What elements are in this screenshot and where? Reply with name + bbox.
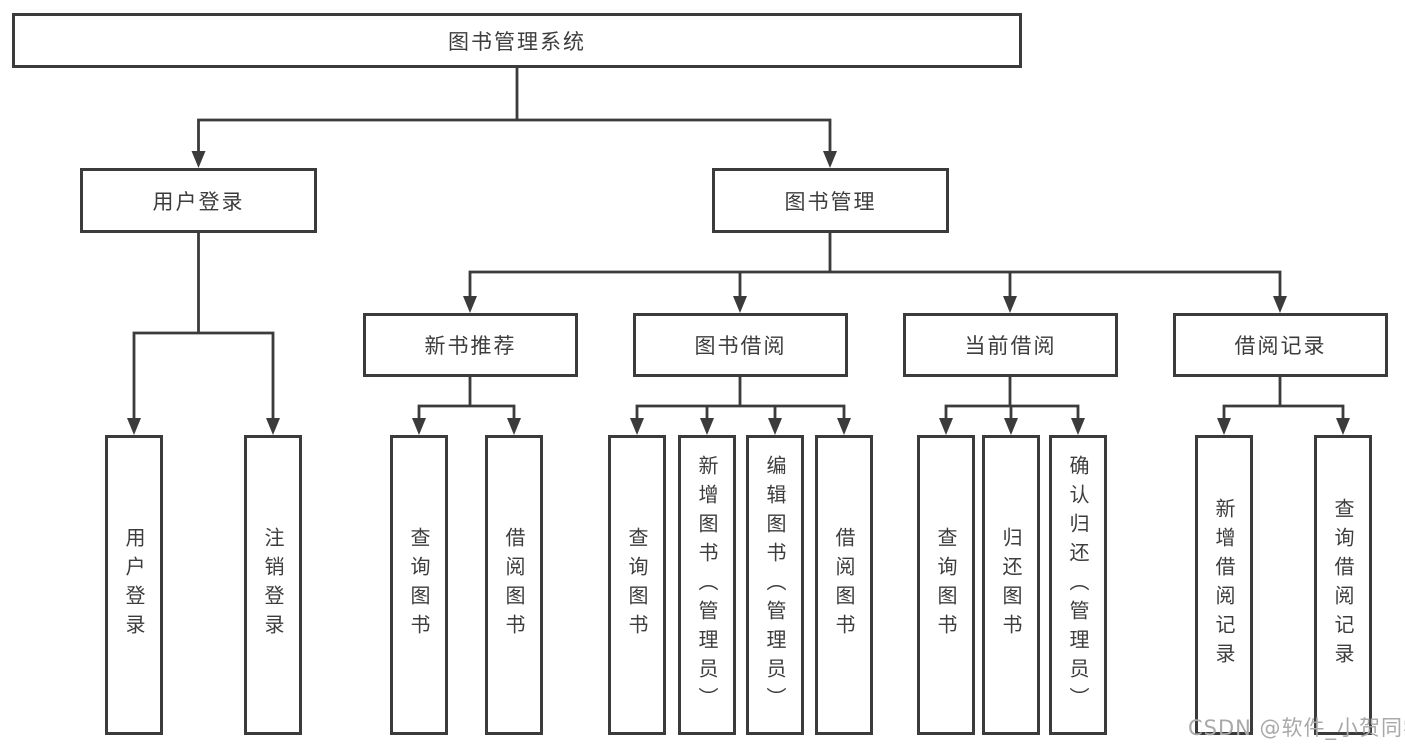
node-borrow-records: 借阅记录 [1173,313,1388,377]
connector-bookborrow-to-leaves [635,375,846,420]
arrowhead [939,418,953,435]
arrowhead [127,418,141,435]
leaf-label: 新增图书（管理员） [695,454,719,716]
arrowhead [1273,296,1287,313]
arrowhead [1071,418,1085,435]
leaf-label: 查询图书 [934,527,958,643]
leaf-newbook-query-books: 查询图书 [390,435,448,735]
leaf-label: 新增借阅记录 [1212,498,1236,672]
arrowhead [700,418,714,435]
connector-bookmgmt-to-level3 [468,231,1282,298]
connector-currentborrow-to-leaves [944,375,1080,420]
leaf-user-login: 用户登录 [105,435,163,735]
connector-userlogin-to-leaves [132,231,275,420]
node-book-management: 图书管理 [712,168,949,233]
arrowheads [127,151,1350,435]
leaf-label: 查询借阅记录 [1331,498,1355,672]
leaf-records-query-record: 查询借阅记录 [1314,435,1372,735]
leaf-label: 借阅图书 [832,527,856,643]
node-book-borrow: 图书借阅 [633,313,848,377]
arrowhead [191,151,206,168]
leaf-borrow-borrow-books: 借阅图书 [815,435,873,735]
arrowhead [1004,418,1018,435]
arrowhead [1003,296,1017,313]
arrowhead [733,296,747,313]
node-user-login: 用户登录 [80,168,317,233]
leaf-label: 确认归还（管理员） [1066,454,1090,716]
node-root-library-system: 图书管理系统 [12,13,1022,68]
arrowhead [823,151,837,168]
leaf-label: 查询图书 [407,527,431,643]
node-new-book-recommend: 新书推荐 [363,313,578,377]
leaf-logout-login: 注销登录 [244,435,302,735]
arrowhead [463,296,477,313]
arrowhead [768,418,782,435]
connector-newbook-to-leaves [417,375,516,420]
connector-root-to-level2 [197,66,832,153]
arrowhead [507,418,521,435]
node-current-borrow: 当前借阅 [903,313,1118,377]
leaf-label: 借阅图书 [502,527,526,643]
leaf-current-return-books: 归还图书 [982,435,1040,735]
leaf-label: 用户登录 [122,527,146,643]
leaf-label: 编辑图书（管理员） [763,454,787,716]
arrowhead [1217,418,1231,435]
leaf-records-add-record: 新增借阅记录 [1195,435,1253,735]
arrowhead [630,418,644,435]
arrowhead [266,418,280,435]
leaf-newbook-borrow-books: 借阅图书 [485,435,543,735]
arrowhead [1336,418,1350,435]
leaf-borrow-edit-books-admin: 编辑图书（管理员） [746,435,804,735]
csdn-watermark: CSDN @软件_小贺同学 [1188,716,1405,740]
leaf-current-confirm-return-admin: 确认归还（管理员） [1049,435,1107,735]
leaf-borrow-query-books: 查询图书 [608,435,666,735]
leaf-label: 归还图书 [999,527,1023,643]
leaf-label: 注销登录 [261,527,285,643]
connector-records-to-leaves [1222,375,1345,420]
arrowhead [412,418,426,435]
leaf-current-query-books: 查询图书 [917,435,975,735]
leaf-label: 查询图书 [625,527,649,643]
leaf-borrow-add-books-admin: 新增图书（管理员） [678,435,736,735]
arrowhead [837,418,851,435]
